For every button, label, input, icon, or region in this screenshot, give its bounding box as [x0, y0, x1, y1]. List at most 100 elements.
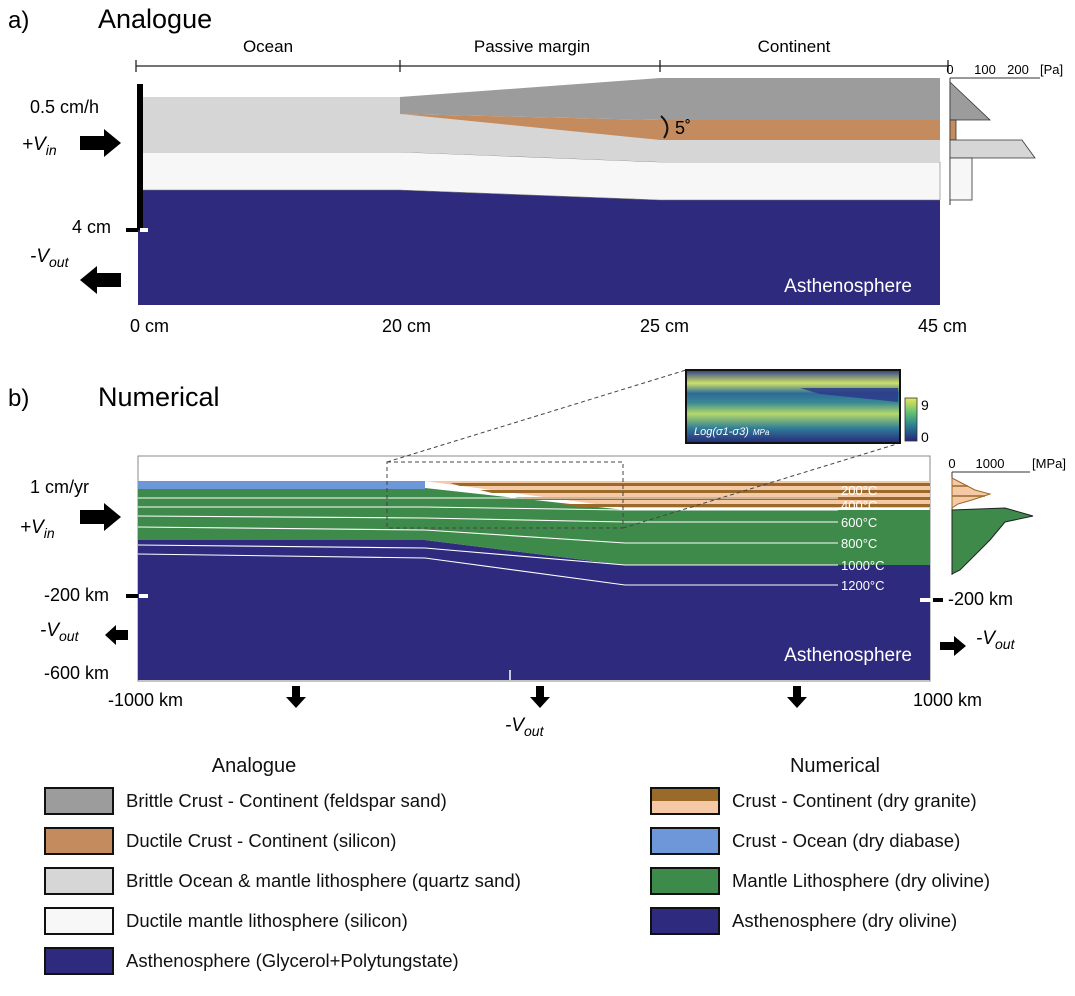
- legend-item: Crust - Ocean (dry diabase): [650, 824, 1070, 858]
- numerical-asthenosphere: [138, 540, 930, 680]
- velocity-in-sub-b: in: [44, 525, 55, 541]
- legend-swatch: [650, 867, 720, 895]
- analogue-asthenosphere: [138, 190, 940, 305]
- velocity-out-sub: out: [49, 254, 70, 270]
- legend-analogue-title: Analogue: [211, 755, 297, 777]
- velocity-in-label-b: +Vin: [20, 517, 55, 541]
- isotherm-label: 1200°C: [841, 578, 885, 593]
- strength-tick-b: 1000: [976, 456, 1005, 471]
- velocity-out-sub-right: out: [995, 636, 1016, 652]
- strength-unit-b: [MPa]: [1032, 456, 1066, 471]
- strength-brittle-ocean: [949, 139, 1036, 159]
- x-tick: 45 cm: [918, 316, 967, 336]
- x-tick: 20 cm: [382, 316, 431, 336]
- strength-tick: 0: [946, 62, 953, 77]
- isotherm-label: 1000°C: [841, 558, 885, 573]
- colorbar-tick: 9: [921, 397, 929, 413]
- depth-tick-white: [920, 598, 932, 602]
- depth-tick: [126, 594, 138, 598]
- velocity-out-sign-right: -V: [976, 628, 997, 649]
- strength-mantle-b: [951, 507, 1034, 575]
- x-tick-b: 1000 km: [913, 690, 982, 710]
- legend-swatch: [44, 907, 114, 935]
- legend-numerical: Numerical Crust - Continent (dry granite…: [650, 755, 1070, 938]
- velocity-in-value: 0.5 cm/h: [30, 97, 99, 117]
- legend-item: Ductile mantle lithosphere (silicon): [44, 904, 564, 938]
- legend-swatch: [44, 867, 114, 895]
- isotherm-line: [138, 506, 838, 511]
- zone-ocean: Ocean: [243, 37, 293, 56]
- strength-tick: 100: [974, 62, 996, 77]
- legend-item: Asthenosphere (Glycerol+Polytungstate): [44, 944, 564, 978]
- analogue-brittle-crust: [400, 78, 940, 120]
- arrow-down-icon: [530, 686, 550, 708]
- zoom-connector: [386, 369, 687, 463]
- velocity-out-label-b: -Vout: [40, 620, 80, 644]
- zone-passive-margin: Passive margin: [474, 37, 590, 56]
- isotherm-label: 200°C: [841, 483, 877, 498]
- analogue-ductile-crust: [400, 114, 940, 140]
- legend-item-label: Mantle Lithosphere (dry olivine): [732, 870, 991, 891]
- strength-ductile-mantle: [949, 157, 973, 201]
- inset-label-unit: MPa: [753, 428, 770, 437]
- legend-item: Ductile Crust - Continent (silicon): [44, 824, 564, 858]
- arrow-down-icon: [787, 686, 807, 708]
- colorbar: [904, 397, 918, 442]
- legend-swatch: [44, 947, 114, 975]
- strength-tick-b: 0: [948, 456, 955, 471]
- legend-item-label: Ductile Crust - Continent (silicon): [126, 830, 397, 851]
- depth-label-4cm: 4 cm: [72, 217, 111, 237]
- strength-brittle-crust: [949, 81, 992, 121]
- panel-b-letter: b): [8, 385, 29, 412]
- legend-item: Mantle Lithosphere (dry olivine): [650, 864, 1070, 898]
- depth-tick-white: [139, 594, 148, 598]
- legend-swatch: [44, 827, 114, 855]
- x-tick: 25 cm: [640, 316, 689, 336]
- legend-swatch: [650, 787, 720, 815]
- legend-item-label: Asthenosphere (Glycerol+Polytungstate): [126, 950, 459, 971]
- velocity-out-sign-bottom: -V: [505, 715, 526, 736]
- angle-label: 5˚: [675, 118, 691, 138]
- strength-unit: [Pa]: [1040, 62, 1063, 77]
- legend-analogue: Analogue Brittle Crust - Continent (feld…: [44, 755, 564, 978]
- analogue-asthenosphere-label: Asthenosphere: [784, 276, 912, 297]
- legend-item: Crust - Continent (dry granite): [650, 784, 1070, 818]
- numerical-continent-crust: [425, 481, 930, 508]
- isotherm-label: 400°C: [841, 498, 877, 513]
- arrow-left-icon: [80, 266, 121, 294]
- arrow-left-icon: [105, 625, 128, 645]
- legend-swatch: [44, 787, 114, 815]
- arrow-right-icon: [940, 636, 966, 656]
- numerical-ocean-crust: [138, 481, 425, 489]
- legend-item-label: Brittle Ocean & mantle lithosphere (quar…: [126, 870, 521, 891]
- panel-a-title: Analogue: [98, 4, 212, 34]
- crust-band: [560, 504, 930, 507]
- strength-crust-b: [951, 477, 992, 509]
- piston-wall: [137, 84, 143, 230]
- depth-label: -600 km: [44, 663, 109, 683]
- legend-item-label: Crust - Continent (dry granite): [732, 790, 977, 811]
- panel-a-letter: a): [8, 7, 29, 34]
- velocity-out-label-right: -Vout: [976, 628, 1016, 652]
- strength-ductile-crust: [949, 119, 957, 141]
- numerical-asthenosphere-label: Asthenosphere: [784, 645, 912, 666]
- velocity-in-sub: in: [46, 142, 57, 158]
- arrow-right-icon: [80, 503, 121, 531]
- inset-label: Log(σ1-σ3) MPa: [694, 426, 770, 438]
- legend-item-label: Asthenosphere (dry olivine): [732, 910, 958, 931]
- legend-item: Brittle Ocean & mantle lithosphere (quar…: [44, 864, 564, 898]
- velocity-in-sign: +V: [22, 134, 48, 155]
- x-tick-b: -1000 km: [108, 690, 183, 710]
- legend-item-label: Brittle Crust - Continent (feldspar sand…: [126, 790, 447, 811]
- arrow-down-icon: [286, 686, 306, 708]
- stress-inset: [685, 369, 901, 444]
- legend-item-label: Crust - Ocean (dry diabase): [732, 830, 961, 851]
- velocity-in-label: +Vin: [22, 134, 57, 158]
- velocity-out-sub-b: out: [59, 628, 80, 644]
- inset-feature: [800, 388, 898, 402]
- inset-label-text: Log(σ1-σ3): [694, 426, 749, 438]
- velocity-out-sign: -V: [30, 246, 51, 267]
- legend-swatch: [650, 907, 720, 935]
- depth-label: -200 km: [44, 585, 109, 605]
